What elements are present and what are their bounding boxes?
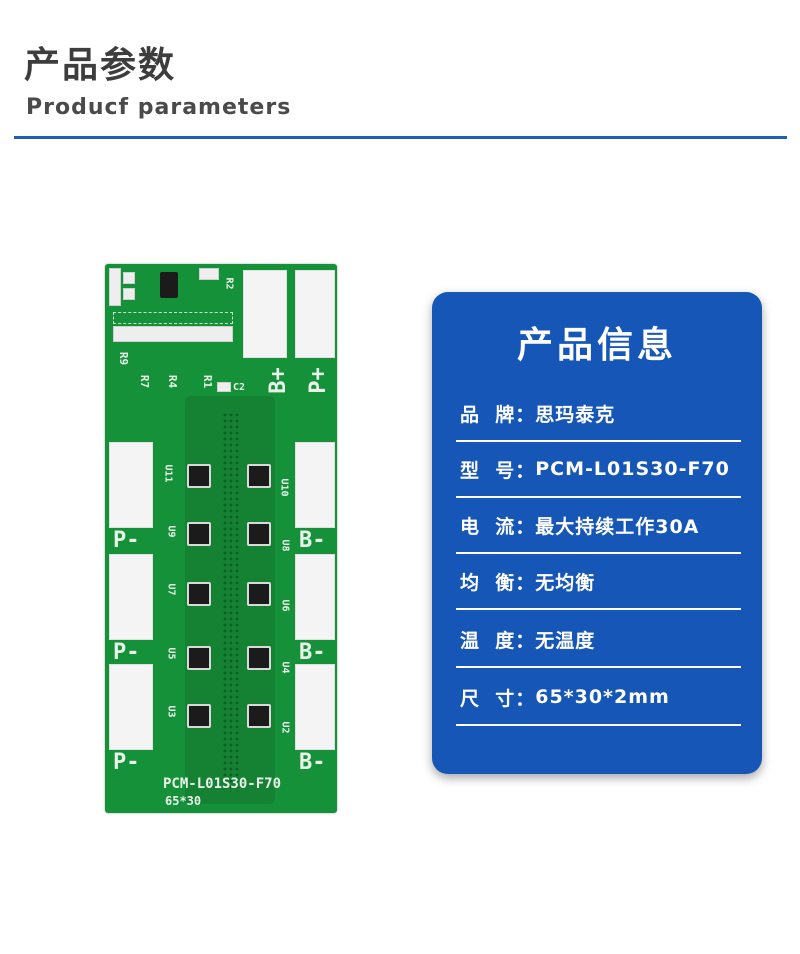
p-minus-pad [109, 442, 153, 528]
b-plus-label: B+ [265, 367, 291, 394]
p-plus-label: P+ [305, 367, 331, 394]
mosfet-chip [187, 582, 211, 606]
chip-label: U9 [165, 525, 177, 538]
row-label: 电 流： [460, 515, 536, 538]
b-plus-pad [243, 270, 287, 358]
board-size-silk: 65*30 [165, 794, 202, 808]
smd-resistor [199, 268, 219, 280]
chip-label: U3 [165, 705, 177, 718]
chip-label: U7 [165, 583, 177, 596]
board-model-silk: PCM-L01S30-F70 [163, 776, 282, 792]
silk-label: C2 [233, 382, 246, 393]
info-row-size: 尺 寸： 65*30*2mm [456, 670, 741, 726]
title-divider [14, 136, 787, 139]
mosfet-chip [247, 646, 271, 670]
row-value: 最大持续工作30A [535, 515, 700, 538]
resistor-array [113, 326, 233, 342]
p-minus-label: P- [113, 528, 140, 553]
p-minus-pad [109, 554, 153, 640]
info-row-brand: 品 牌： 思玛泰克 [456, 386, 741, 442]
mosfet-chip [247, 522, 271, 546]
info-row-model: 型 号： PCM-L01S30-F70 [456, 442, 741, 498]
silk-label: R7 [138, 374, 152, 389]
row-label: 型 号： [460, 459, 536, 482]
row-label: 温 度： [460, 629, 536, 652]
chip-label: U4 [279, 661, 291, 674]
row-value: 无温度 [535, 629, 596, 652]
p-plus-pad [295, 270, 335, 358]
info-row-balance: 均 衡： 无均衡 [456, 554, 741, 610]
ic-chip [160, 272, 178, 298]
silk-label: R4 [166, 374, 180, 389]
b-minus-label: B- [299, 750, 326, 775]
resistor-array [113, 312, 233, 324]
mosfet-chip [187, 704, 211, 728]
chip-label: U8 [279, 539, 291, 552]
via-array [222, 412, 240, 792]
mosfet-chip [247, 582, 271, 606]
row-label: 尺 寸： [460, 687, 536, 710]
silk-label: R9 [117, 351, 131, 366]
smd-resistor [123, 288, 135, 300]
card-title: 产品信息 [516, 325, 677, 366]
chip-label: U5 [165, 647, 177, 660]
b-minus-pad [295, 664, 335, 750]
row-label: 均 衡： [460, 571, 536, 594]
pcb-board-image: R9 R7 R4 R1 R2 C2 C1 C4 B+ P+ P- P- P- B… [105, 264, 337, 813]
mosfet-chip [247, 704, 271, 728]
product-info-card: 产品信息 品 牌： 思玛泰克 型 号： PCM-L01S30-F70 电 流： … [432, 292, 762, 774]
chip-label: U2 [279, 721, 291, 734]
mosfet-chip [247, 464, 271, 488]
row-value: PCM-L01S30-F70 [535, 458, 730, 480]
info-row-temperature: 温 度： 无温度 [456, 612, 741, 668]
silk-label: R1 [201, 374, 215, 389]
row-value: 65*30*2mm [535, 686, 670, 708]
p-minus-label: P- [113, 750, 140, 775]
row-label: 品 牌： [460, 403, 536, 426]
mosfet-chip [187, 522, 211, 546]
silk-label: R2 [223, 277, 235, 290]
mosfet-chip [187, 646, 211, 670]
page-subtitle: Producf parameters [26, 95, 292, 120]
b-minus-label: B- [299, 528, 326, 553]
chip-label: U6 [279, 599, 291, 612]
p-minus-pad [109, 664, 153, 750]
b-minus-pad [295, 554, 335, 640]
page-title: 产品参数 [24, 45, 177, 86]
chip-label: U10 [278, 478, 290, 497]
smd-resistor [123, 272, 135, 284]
chip-label: U11 [162, 464, 174, 483]
mosfet-chip [187, 464, 211, 488]
row-value: 思玛泰克 [535, 403, 616, 426]
b-minus-pad [295, 442, 335, 528]
p-minus-label: P- [113, 640, 140, 665]
row-value: 无均衡 [535, 571, 596, 594]
info-row-current: 电 流： 最大持续工作30A [456, 498, 741, 554]
smd-capacitor [217, 382, 231, 392]
b-minus-label: B- [299, 640, 326, 665]
smd-resistor [109, 268, 121, 306]
